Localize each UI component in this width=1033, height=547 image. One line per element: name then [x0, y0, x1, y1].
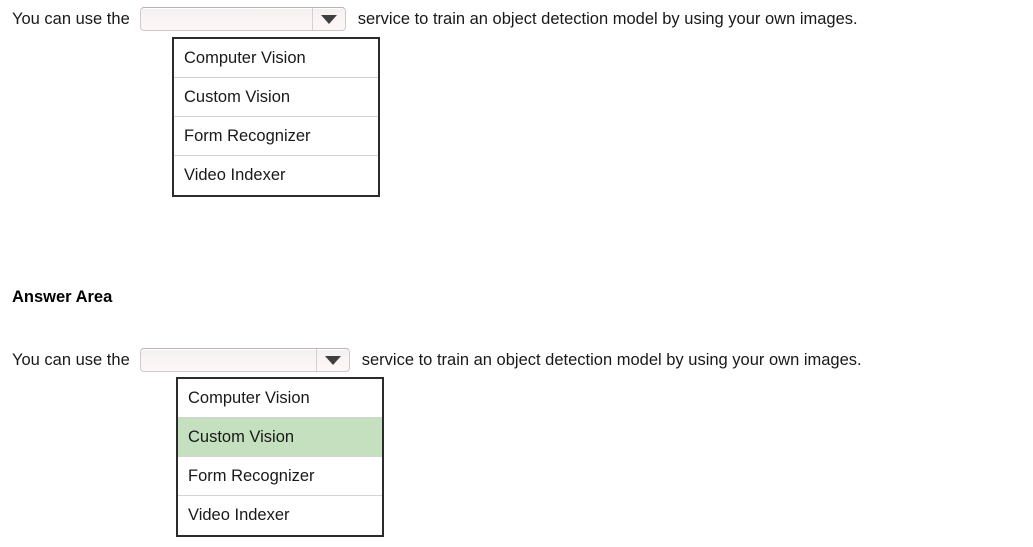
answer-dropdown-toggle[interactable] — [315, 349, 349, 371]
answer-dropdown[interactable] — [139, 348, 350, 372]
option-label: Video Indexer — [188, 506, 290, 524]
list-item[interactable]: Video Indexer — [174, 156, 378, 195]
list-item[interactable]: Custom Vision — [174, 78, 378, 117]
answer-sentence-row: You can use the service to train an obje… — [12, 348, 862, 372]
question-sentence-row: You can use the service to train an obje… — [12, 7, 858, 31]
answer-lead-text: You can use the — [12, 351, 130, 369]
answer-dropdown-value — [141, 349, 316, 371]
option-label: Computer Vision — [188, 388, 310, 407]
option-label: Custom Vision — [184, 87, 291, 106]
option-label: Form Recognizer — [184, 126, 311, 145]
chevron-down-icon — [320, 14, 337, 24]
option-label: Form Recognizer — [188, 466, 315, 485]
question-dropdown-value — [141, 8, 312, 30]
list-item-selected[interactable]: Custom Vision — [178, 418, 382, 457]
option-label: Computer Vision — [184, 48, 306, 67]
answer-dropdown-option-list[interactable]: Computer Vision Custom Vision Form Recog… — [176, 377, 384, 537]
list-item[interactable]: Computer Vision — [178, 379, 382, 418]
question-dropdown-option-list[interactable]: Computer Vision Custom Vision Form Recog… — [172, 37, 380, 197]
option-label: Custom Vision — [188, 427, 295, 446]
list-item[interactable]: Video Indexer — [178, 496, 382, 535]
question-dropdown[interactable] — [139, 7, 346, 31]
question-tail-text: service to train an object detection mod… — [357, 10, 858, 28]
list-item[interactable]: Form Recognizer — [178, 457, 382, 496]
question-lead-text: You can use the — [12, 10, 130, 28]
answer-area-heading: Answer Area — [12, 288, 113, 306]
list-item[interactable]: Computer Vision — [174, 39, 378, 78]
option-label: Video Indexer — [184, 166, 286, 184]
question-dropdown-toggle[interactable] — [311, 8, 345, 30]
chevron-down-icon — [324, 355, 341, 365]
list-item[interactable]: Form Recognizer — [174, 117, 378, 156]
answer-tail-text: service to train an object detection mod… — [361, 351, 862, 369]
